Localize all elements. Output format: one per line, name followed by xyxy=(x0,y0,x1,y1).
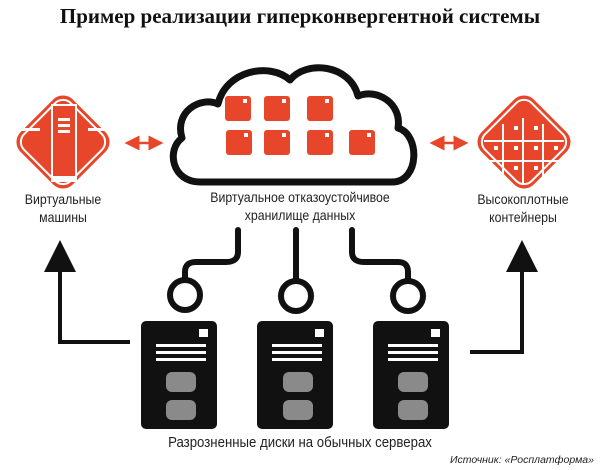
containers-icon xyxy=(477,95,571,189)
storage-connectors xyxy=(167,227,426,314)
containers-label-line2: контейнеры xyxy=(489,209,557,225)
vm-label-line2: машины xyxy=(39,209,87,225)
containers-label-line1: Высокоплотные xyxy=(477,191,569,207)
servers-to-containers-arrow xyxy=(470,240,538,354)
server-icon xyxy=(373,321,449,429)
source-caption: Источник: «Росплатформа» xyxy=(449,454,594,466)
servers-label: Разрозненные диски на обычных серверах xyxy=(168,434,432,451)
vm-label-line1: Виртуальные xyxy=(24,191,102,207)
storage-label-line1: Виртуальное отказоустойчивое xyxy=(210,189,390,205)
server-icon xyxy=(141,321,217,429)
storage-label-line2: хранилище данных xyxy=(244,207,356,223)
containers-label: Высокоплотные контейнеры xyxy=(470,190,576,226)
storage-label: Виртуальное отказоустойчивое хранилище д… xyxy=(177,188,423,224)
diagram-title: Пример реализации гиперконвергентной сис… xyxy=(59,4,541,28)
vm-label: Виртуальные машины xyxy=(10,190,116,226)
servers-to-vm-arrow xyxy=(44,240,130,344)
cloud-icon xyxy=(169,64,418,186)
virtual-machines-icon xyxy=(16,95,110,189)
server-icon xyxy=(257,321,333,429)
